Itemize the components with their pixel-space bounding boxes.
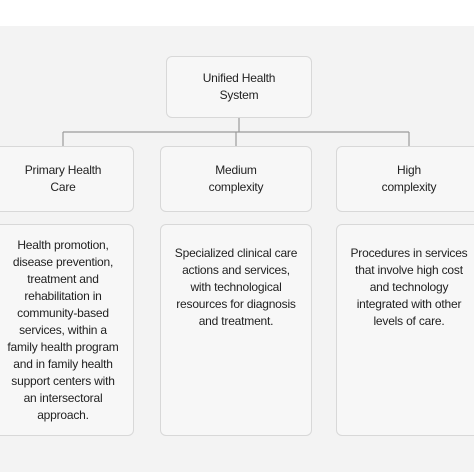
root-node: Unified Health System xyxy=(166,56,312,118)
description-text-high: Procedures in services that involve high… xyxy=(350,246,468,328)
level-title-medium: Medium complexity xyxy=(208,163,264,194)
root-label: Unified Health System xyxy=(202,71,276,102)
level-header-medium: Medium complexity xyxy=(160,146,312,212)
level-description-medium: Specialized clinical care actions and se… xyxy=(160,224,312,436)
level-header-primary: Primary Health Care xyxy=(0,146,134,212)
level-title-primary: Primary Health Care xyxy=(24,163,102,194)
level-description-high: Procedures in services that involve high… xyxy=(336,224,474,436)
level-header-high: High complexity xyxy=(336,146,474,212)
level-description-primary: Health promotion, disease prevention, tr… xyxy=(0,224,134,436)
description-text-primary: Health promotion, disease prevention, tr… xyxy=(7,237,119,422)
description-text-medium: Specialized clinical care actions and se… xyxy=(174,246,298,328)
level-title-high: High complexity xyxy=(381,163,437,194)
